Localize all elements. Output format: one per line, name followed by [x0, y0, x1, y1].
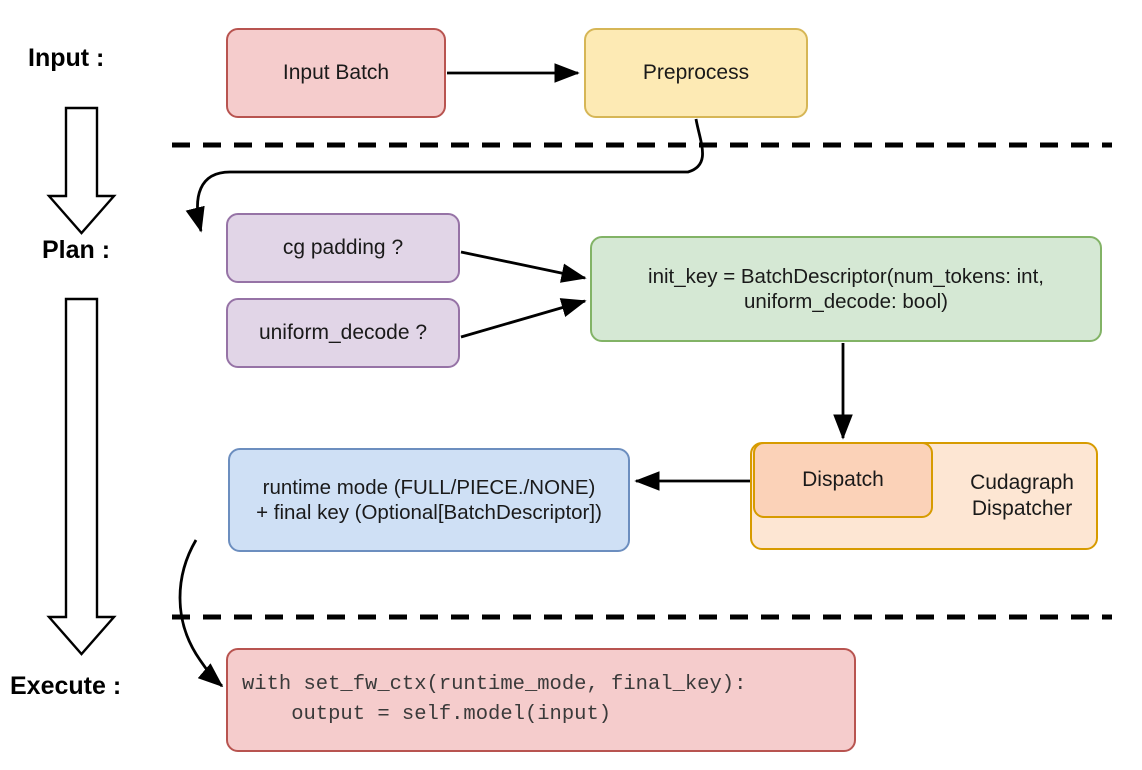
node-init-key[interactable]: init_key = BatchDescriptor(num_tokens: i…: [590, 236, 1102, 342]
node-dispatch[interactable]: Dispatch: [753, 442, 933, 518]
node-cg-padding[interactable]: cg padding ?: [226, 213, 460, 283]
node-preprocess-label: Preprocess: [642, 61, 750, 85]
node-runtime-mode-text: runtime mode (FULL/PIECE./NONE) + final …: [256, 475, 602, 525]
cg-padding-to-init-key-arrow: [460, 250, 587, 283]
node-init-key-line1: init_key = BatchDescriptor(num_tokens: i…: [648, 265, 1044, 288]
node-cudagraph-dispatcher-line1: Cudagraph: [970, 471, 1074, 495]
node-runtime-mode-line2: + final key (Optional[BatchDescriptor]): [256, 501, 602, 524]
node-init-key-text: init_key = BatchDescriptor(num_tokens: i…: [648, 264, 1044, 314]
node-uniform-decode-label: uniform_decode ?: [258, 321, 428, 345]
node-exec-code-text: with set_fw_ctx(runtime_mode, final_key)…: [242, 670, 746, 729]
plan-to-execute-block-arrow: [46, 297, 117, 656]
node-uniform-decode[interactable]: uniform_decode ?: [226, 298, 460, 368]
node-runtime-mode[interactable]: runtime mode (FULL/PIECE./NONE) + final …: [228, 448, 630, 552]
node-cudagraph-dispatcher-text: Cudagraph Dispatcher: [970, 470, 1074, 521]
node-cudagraph-dispatcher-line2: Dispatcher: [971, 497, 1073, 520]
node-preprocess[interactable]: Preprocess: [584, 28, 808, 118]
node-runtime-mode-line1: runtime mode (FULL/PIECE./NONE): [262, 476, 596, 499]
node-init-key-line2: uniform_decode: bool): [743, 290, 948, 313]
input-to-plan-block-arrow: [46, 106, 117, 235]
stage-label-input: Input :: [28, 44, 105, 72]
node-input-batch-label: Input Batch: [282, 61, 390, 85]
runtime-mode-to-exec-code-arrow: [178, 539, 224, 688]
node-exec-code-line1: with set_fw_ctx(runtime_mode, final_key)…: [242, 673, 747, 697]
uniform-decode-to-init-key-arrow: [460, 298, 587, 339]
node-input-batch[interactable]: Input Batch: [226, 28, 446, 118]
node-exec-code[interactable]: with set_fw_ctx(runtime_mode, final_key)…: [226, 648, 856, 752]
node-cg-padding-label: cg padding ?: [282, 236, 404, 260]
stage-label-plan: Plan :: [42, 236, 111, 264]
stage-label-execute: Execute :: [10, 672, 122, 700]
node-dispatch-label: Dispatch: [802, 468, 884, 492]
node-exec-code-line2: output = self.model(input): [242, 703, 612, 726]
